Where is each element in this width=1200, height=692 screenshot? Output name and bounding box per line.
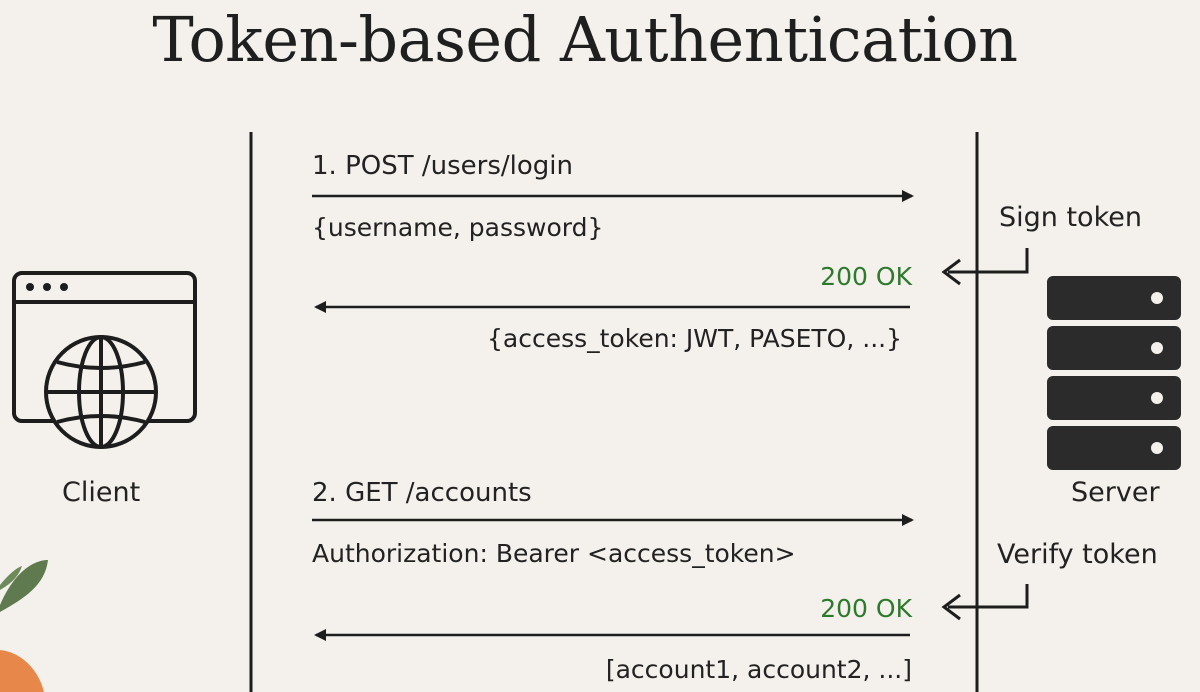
accounts-response-payload: [account1, account2, ...] [605,655,912,684]
login-request-label: 1. POST /users/login [312,151,573,181]
accounts-request-payload: Authorization: Bearer <access_token> [312,539,796,568]
server-rack-icon [1047,276,1181,470]
leaf-shape [0,560,48,612]
decorative-plant [0,560,48,692]
leaf-shape [0,566,22,590]
server-label: Server [1071,477,1160,508]
fruit-shape [0,650,44,692]
login-status-label: 200 OK [820,262,912,291]
verify-token-label: Verify token [997,539,1158,570]
verify-token-arrow [948,584,1029,609]
sign-token-arrow [948,248,1029,274]
sign-token-label: Sign token [999,202,1142,233]
diagram-title: Token-based Authentication [152,3,1018,76]
login-request-payload: {username, password} [312,213,604,242]
accounts-request-label: 2. GET /accounts [312,478,532,508]
accounts-status-label: 200 OK [820,594,912,623]
client-label: Client [62,477,141,508]
login-response-payload: {access_token: JWT, PASETO, ...} [486,324,902,353]
browser-globe-icon [12,271,197,449]
